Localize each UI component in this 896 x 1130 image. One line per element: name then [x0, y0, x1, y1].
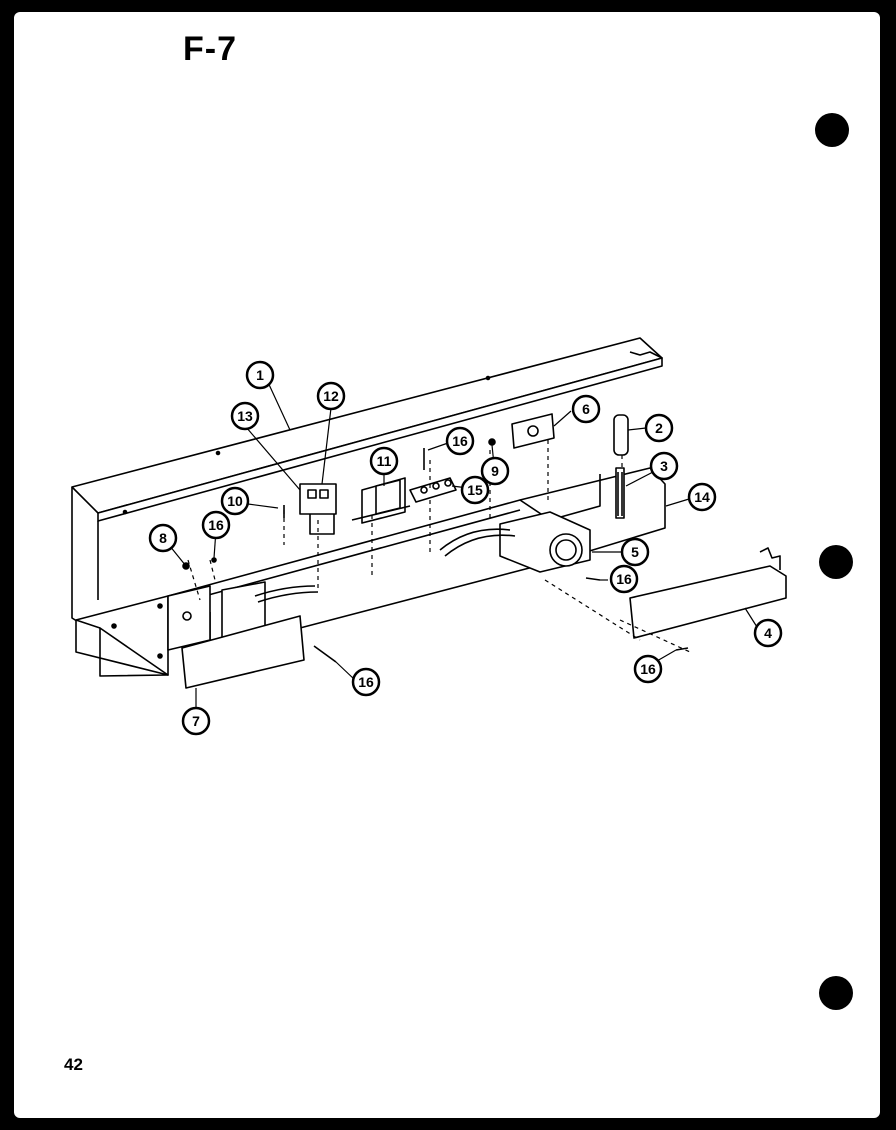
- paper-page: [14, 12, 880, 1118]
- callout-15: 15: [460, 475, 490, 505]
- knob-part-2: [613, 414, 629, 456]
- callout-5: 5: [620, 537, 650, 567]
- svg-text:8: 8: [159, 530, 167, 546]
- svg-text:15: 15: [467, 482, 483, 498]
- callout-9: 9: [480, 456, 510, 486]
- plate-part-6: [511, 413, 555, 449]
- terminal-block-part-15: [409, 477, 457, 503]
- callout-14: 14: [687, 482, 717, 512]
- callout-12: 12: [316, 381, 346, 411]
- callout-10: 10: [220, 486, 250, 516]
- svg-text:11: 11: [377, 453, 392, 469]
- shaft-part-3: [615, 467, 625, 519]
- svg-text:4: 4: [764, 625, 772, 641]
- svg-text:1: 1: [256, 367, 264, 383]
- svg-text:16: 16: [358, 674, 374, 690]
- binder-hole-top: [815, 113, 849, 147]
- transformer-part-11: [351, 477, 411, 524]
- svg-text:14: 14: [694, 489, 710, 505]
- binder-hole-middle: [819, 545, 853, 579]
- front-plate-part-7: [181, 615, 305, 689]
- callout-7: 7: [181, 706, 211, 736]
- callout-4: 4: [753, 618, 783, 648]
- figure-label: F-7: [183, 30, 237, 68]
- svg-text:12: 12: [323, 388, 339, 404]
- callout-balloons: 1 2 3 4 5 6 7 8 9 10 11 12 13 14 15 16 1…: [148, 360, 783, 736]
- front-plate-part-4: [629, 547, 787, 639]
- timer-motor-part-5: [439, 511, 591, 573]
- svg-text:6: 6: [582, 401, 590, 417]
- svg-text:5: 5: [631, 544, 639, 560]
- callout-6: 6: [571, 394, 601, 424]
- svg-text:9: 9: [491, 463, 499, 479]
- svg-text:7: 7: [192, 713, 200, 729]
- svg-text:13: 13: [237, 408, 253, 424]
- callout-16-screw-left: 16: [201, 510, 231, 540]
- callout-1: 1: [245, 360, 275, 390]
- svg-text:10: 10: [227, 493, 243, 509]
- svg-text:2: 2: [655, 420, 663, 436]
- svg-text:16: 16: [208, 517, 224, 533]
- relay-part-12: [299, 483, 337, 535]
- callout-16-screw-motor: 16: [609, 564, 639, 594]
- svg-text:16: 16: [616, 571, 632, 587]
- callout-8: 8: [148, 523, 178, 553]
- svg-text:16: 16: [452, 433, 468, 449]
- leader-lines: [164, 377, 758, 716]
- callout-3: 3: [649, 451, 679, 481]
- callout-13: 13: [230, 401, 260, 431]
- callout-16-screw-right: 16: [633, 654, 663, 684]
- callout-2: 2: [644, 413, 674, 443]
- svg-text:3: 3: [660, 458, 668, 474]
- top-cover-part: [71, 337, 663, 522]
- binder-hole-bottom: [819, 976, 853, 1010]
- control-housing: [71, 467, 666, 677]
- callout-11: 11: [369, 446, 399, 476]
- svg-text:16: 16: [640, 661, 656, 677]
- callout-16-screw-front: 16: [351, 667, 381, 697]
- callout-16-screw-top: 16: [445, 426, 475, 456]
- page-number: 42: [64, 1055, 83, 1074]
